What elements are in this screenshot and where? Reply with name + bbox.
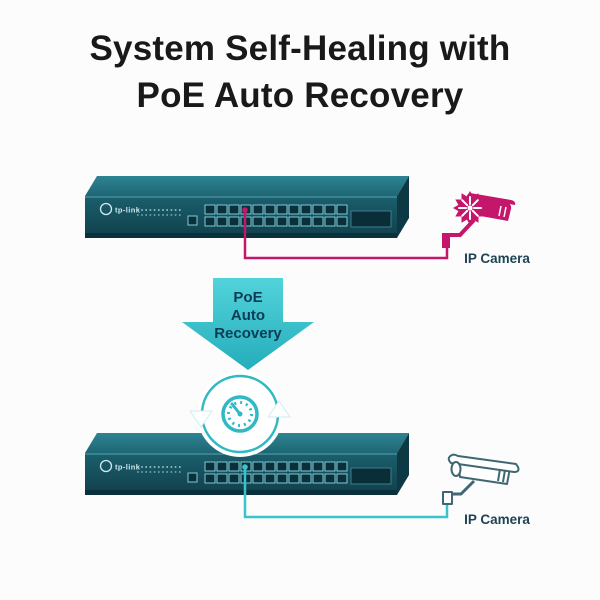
ethernet-port [264,204,276,215]
ethernet-port [252,216,264,227]
ethernet-port [300,461,312,472]
ip-camera-top [442,191,516,248]
camera-rear-lines [497,468,506,483]
ethernet-port [228,473,240,484]
ethernet-port [288,473,300,484]
ethernet-port [300,204,312,215]
brand-label: tp-link [115,206,141,215]
ethernet-port [336,473,348,484]
ethernet-port [276,461,288,472]
camera-bracket [442,233,450,248]
uplink-slot [350,467,392,485]
healthy-connection-line [243,467,449,519]
tp-link-logo-icon: tp-link [99,202,141,216]
camera-visor [467,193,516,205]
console-port [187,215,198,226]
uplink-slot [350,210,392,228]
ethernet-port [288,216,300,227]
ethernet-port [312,473,324,484]
ethernet-port [312,216,324,227]
ip-camera-bottom [442,453,520,505]
recovery-dial-badge [189,371,291,457]
switch-bottom-shadow [85,233,397,238]
camera-mount-arm [446,218,476,237]
poe-switch-top: tp-link [85,176,409,238]
poe-auto-recovery-arrow: PoE Auto Recovery [182,278,314,370]
arrow-label-line-1: PoE [233,289,262,306]
ethernet-port [204,473,216,484]
rotation-arrow-right-icon [267,400,291,418]
timer-dial-icon [221,395,259,433]
ethernet-port [204,204,216,215]
ethernet-port [264,461,276,472]
title-line-1: System Self-Healing with [89,29,511,68]
dial-center [237,411,243,417]
ethernet-port [324,204,336,215]
ethernet-port [324,473,336,484]
switch-top-face [85,176,409,196]
port-connector-top [242,207,248,213]
switch-side-face [397,176,409,238]
ethernet-port [216,204,228,215]
camera-rear-slits [498,205,507,218]
block-down-arrow [182,278,314,370]
ethernet-port [324,461,336,472]
ethernet-port [324,216,336,227]
dial-ticks [227,401,253,427]
ethernet-port [252,473,264,484]
tp-link-logo-icon: tp-link [99,459,141,473]
arrow-label-line-3: Recovery [214,325,282,342]
ip-camera-label-bottom: IP Camera [464,512,530,527]
ethernet-port [312,461,324,472]
rotation-arrow-left-icon [189,410,213,428]
ethernet-port [252,461,264,472]
ethernet-port [264,473,276,484]
camera-visor [447,453,520,473]
ip-camera-label-top: IP Camera [464,251,530,266]
ethernet-port [228,216,240,227]
switch-side-face [397,433,409,495]
brand-label: tp-link [115,463,141,472]
ethernet-port [216,461,228,472]
ethernet-port [336,216,348,227]
ethernet-port [204,461,216,472]
ethernet-port [228,204,240,215]
camera-bracket [442,491,453,505]
ethernet-port [276,473,288,484]
ethernet-port [276,216,288,227]
ethernet-port [204,216,216,227]
page-title: System Self-Healing with PoE Auto Recove… [0,26,600,119]
port-connector-bottom [242,464,248,470]
ethernet-port [336,461,348,472]
ethernet-port [252,204,264,215]
title-line-2: PoE Auto Recovery [136,75,464,115]
camera-body [475,197,512,221]
ethernet-port [336,204,348,215]
ethernet-port [300,216,312,227]
console-port [187,472,198,483]
ethernet-port [276,204,288,215]
ethernet-port [264,216,276,227]
arrow-label-line-2: Auto [231,307,265,324]
ethernet-port [216,473,228,484]
camera-lens [450,461,462,477]
ethernet-port [228,461,240,472]
switch-bottom-shadow [85,490,397,495]
ethernet-port [288,204,300,215]
ethernet-port [288,461,300,472]
faulty-connection-line [243,210,449,260]
ethernet-port [216,216,228,227]
ethernet-port [312,204,324,215]
ethernet-port [300,473,312,484]
camera-fault-burst-icon [453,191,487,225]
